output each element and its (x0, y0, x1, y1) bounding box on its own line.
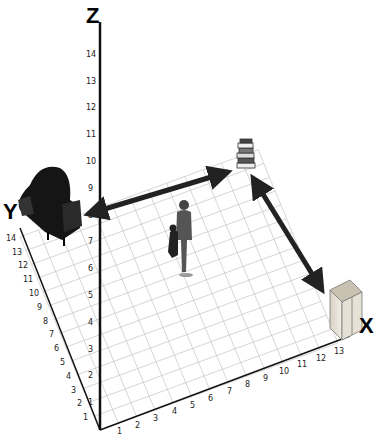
tick-number: 13 (12, 249, 22, 257)
tick-number: 7 (88, 238, 93, 246)
tick-number: 8 (43, 318, 48, 326)
tick-number: 4 (172, 408, 177, 416)
tick-number: 2 (135, 422, 140, 430)
tick-number: 3 (153, 415, 158, 423)
tick-number: 12 (18, 262, 28, 270)
tick-number: 7 (227, 388, 232, 396)
tick-number: 1 (88, 399, 93, 407)
grid-line (83, 302, 321, 389)
grid-line (49, 219, 287, 306)
tick-number: 9 (88, 185, 93, 193)
book-stack (237, 139, 255, 168)
tick-number: 2 (88, 372, 93, 380)
tick-number: 5 (88, 292, 93, 300)
tick-number: 4 (66, 373, 71, 381)
tick-number: 8 (88, 212, 93, 220)
axis-label: Y (3, 201, 18, 223)
tick-number: 6 (54, 345, 59, 353)
grid-line (94, 329, 332, 416)
tick-number: 14 (6, 235, 16, 243)
tick-number: 14 (86, 51, 96, 59)
axis-label: X (359, 315, 374, 337)
tick-number: 12 (316, 355, 326, 363)
cabinet (330, 280, 362, 340)
tick-number: 6 (208, 395, 213, 403)
grid-line (77, 288, 315, 375)
tick-number: 3 (71, 387, 76, 395)
tick-number: 11 (86, 131, 96, 139)
distance-arrows (88, 172, 322, 290)
tick-number: 2 (77, 400, 82, 408)
tick-number: 4 (88, 319, 93, 327)
grid-line (72, 274, 310, 361)
tick-number: 5 (60, 359, 65, 367)
armchair (18, 167, 82, 246)
tick-number: 1 (117, 428, 122, 436)
tick-number: 1 (83, 414, 88, 422)
tick-number: 3 (88, 346, 93, 354)
tick-number: 11 (23, 276, 33, 284)
tick-number: 9 (37, 304, 42, 312)
tick-number: 13 (86, 78, 96, 86)
tick-number: 10 (29, 290, 39, 298)
tick-number: 12 (86, 104, 96, 112)
grid-line (37, 191, 275, 278)
tick-number: 10 (279, 368, 289, 376)
tick-number: 11 (297, 361, 307, 369)
grid-line (60, 246, 298, 333)
tick-number: 5 (190, 402, 195, 410)
grid-line (66, 260, 304, 347)
tick-number: 6 (88, 265, 93, 273)
tick-number: 13 (334, 348, 344, 356)
person (168, 200, 193, 277)
axis-label: Z (86, 5, 99, 27)
tick-number: 9 (263, 375, 268, 383)
tick-number: 7 (49, 331, 54, 339)
tick-number: 10 (86, 158, 96, 166)
tick-number: 8 (245, 381, 250, 389)
